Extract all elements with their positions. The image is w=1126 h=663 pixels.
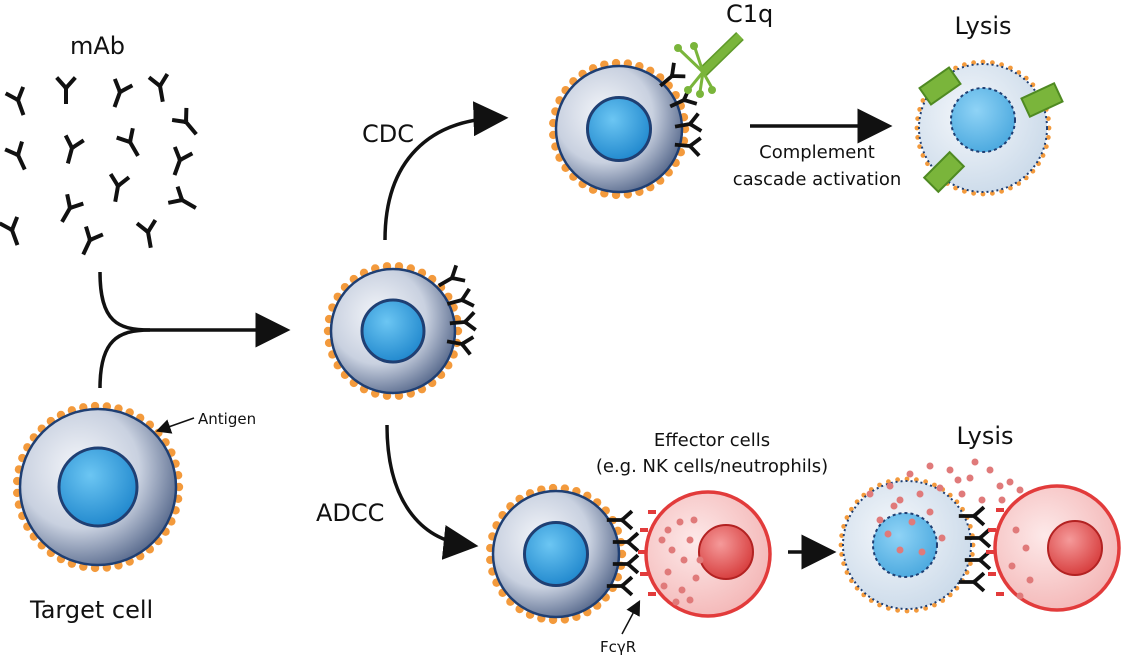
antibody-icon (4, 141, 34, 174)
antibody-icon (74, 226, 104, 259)
effector-cell (638, 490, 772, 618)
c1q-label: C1q (726, 0, 773, 28)
antibody-icon (5, 86, 33, 118)
cdc-cell (549, 58, 702, 200)
mac-pore (1020, 82, 1064, 118)
lysis-bottom-label: Lysis (956, 422, 1013, 450)
adcc-arrow (385, 424, 479, 560)
lysed-cell-cdc (914, 59, 1064, 197)
antigen-label: Antigen (198, 410, 256, 428)
effector-cell-2 (866, 458, 1121, 612)
lysed-cell-adcc (838, 476, 991, 614)
antibody-icon (105, 78, 133, 110)
mac-pore (918, 66, 962, 106)
antibody-icon (56, 77, 76, 104)
antibody-icon (172, 107, 204, 140)
antigen-pointer (155, 417, 195, 434)
target-cell-label: Target cell (29, 596, 153, 624)
antibody-icon (168, 186, 201, 216)
merge-arrow-top (98, 271, 151, 332)
effector-label-line2: (e.g. NK cells/neutrophils) (596, 456, 828, 477)
target-cell (13, 401, 184, 573)
antibody-icon (0, 216, 27, 248)
fcgr-pointer (621, 600, 641, 635)
complement-label-line2: cascade activation (733, 169, 902, 190)
adcc-target-cell (486, 483, 639, 625)
lysis-top-label: Lysis (954, 12, 1011, 40)
effector-label-line1: Effector cells (654, 430, 770, 451)
adcc-label: ADCC (316, 499, 384, 527)
antibody-icon (116, 128, 146, 161)
antibody-icon (958, 572, 985, 592)
antibody-icon (148, 73, 173, 104)
cdc-arrow (383, 101, 509, 241)
fcgr-label: FcγR (600, 638, 636, 656)
mac-pore (922, 150, 966, 194)
antibody-icon (136, 219, 161, 250)
cdc-label: CDC (362, 120, 414, 148)
mab-label: mAb (70, 32, 125, 60)
antibody-icon (54, 194, 84, 227)
antibody-icon (165, 146, 193, 178)
merge-arrow-bottom (98, 328, 151, 389)
antibody-icon (58, 135, 85, 166)
opsonized-cell (323, 262, 477, 400)
complement-label-line1: Complement (759, 142, 875, 163)
antibody-icon (105, 173, 130, 204)
antibody-cloud (0, 73, 204, 259)
c1q-complex (674, 32, 744, 98)
